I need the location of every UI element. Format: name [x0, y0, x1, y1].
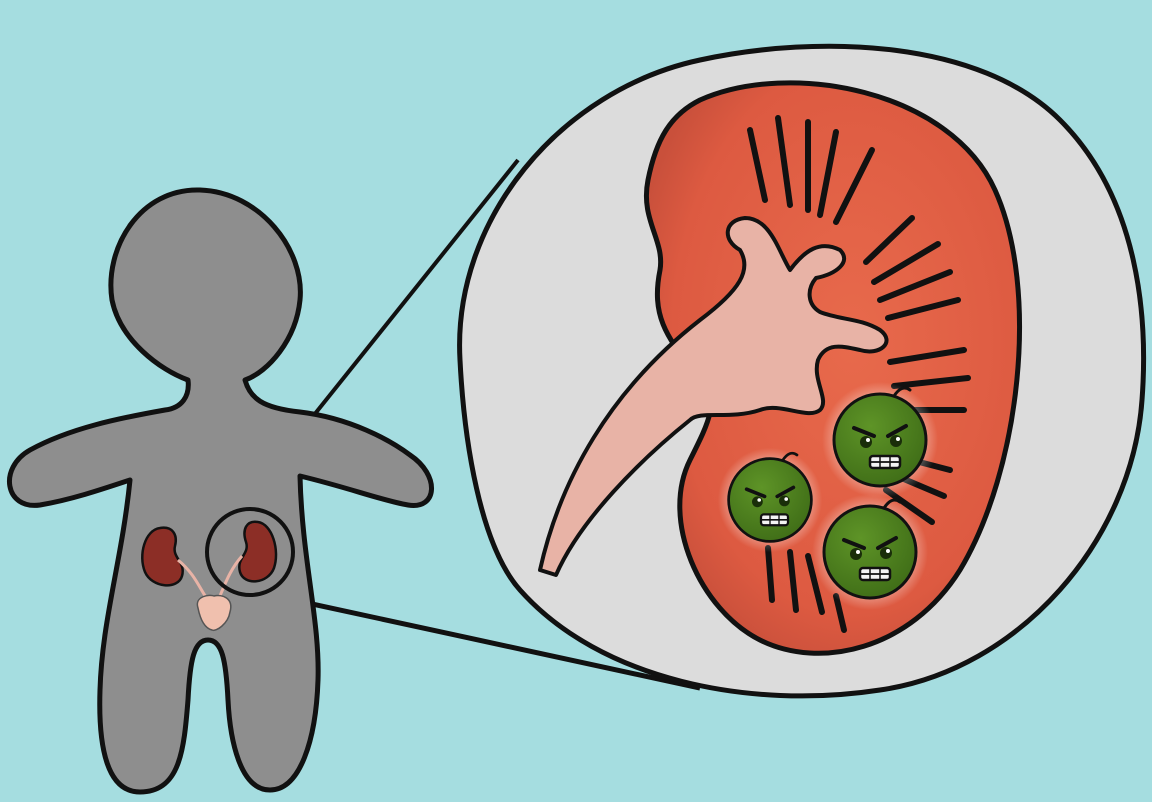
right-kidney-icon [239, 522, 276, 582]
angry-germ-icon [812, 494, 928, 610]
angry-germ-icon [718, 448, 822, 552]
left-kidney-icon [142, 528, 182, 586]
child-silhouette-icon [9, 190, 431, 792]
angry-germ-icon [822, 382, 938, 498]
magnifier-circle-icon [460, 46, 1144, 696]
